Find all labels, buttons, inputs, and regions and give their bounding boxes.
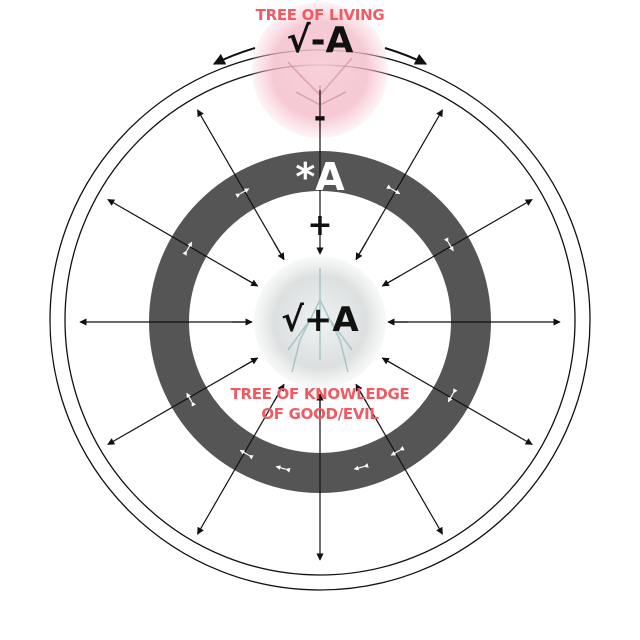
ring-label: *A bbox=[295, 155, 345, 199]
double-arrow-icon bbox=[186, 392, 196, 407]
spoke-inward-arrow bbox=[355, 383, 367, 402]
minus-sign: - bbox=[313, 100, 327, 135]
spoke-inward-arrow bbox=[240, 275, 259, 287]
spoke-inward-arrow bbox=[240, 357, 259, 369]
spoke-outward-arrow bbox=[107, 357, 258, 446]
spoke-inward-arrow bbox=[273, 242, 285, 261]
double-arrow-icon bbox=[182, 241, 193, 256]
double-arrow-icon bbox=[390, 446, 405, 456]
spoke-inward-arrow bbox=[381, 275, 400, 287]
tree-of-living-title: TREE OF LIVING bbox=[255, 6, 385, 24]
tree-of-knowledge-title-line1: TREE OF KNOWLEDGE bbox=[230, 385, 410, 403]
ring-markers bbox=[182, 184, 458, 473]
double-arrow-icon bbox=[275, 465, 291, 473]
double-arrow-icon bbox=[386, 184, 401, 195]
spoke-inward-arrow bbox=[381, 357, 400, 369]
spoke-inward-arrow bbox=[355, 242, 367, 261]
double-arrow-icon bbox=[444, 237, 454, 252]
spoke-inward-arrow bbox=[273, 383, 285, 402]
double-arrow-icon bbox=[353, 463, 369, 471]
plus-sign: + bbox=[307, 208, 333, 243]
spoke-outward-arrow bbox=[196, 109, 285, 260]
tree-roots-icon bbox=[254, 256, 386, 388]
spoke-outward-arrow bbox=[382, 198, 533, 287]
double-arrow-icon bbox=[239, 449, 254, 460]
top-arc-arrow-right bbox=[384, 47, 428, 65]
top-formula: √-A bbox=[286, 20, 354, 61]
spoke-outward-arrow bbox=[355, 384, 444, 535]
top-arc-arrow-left bbox=[212, 47, 256, 65]
double-arrow-icon bbox=[235, 188, 250, 198]
center-formula: √+A bbox=[281, 300, 359, 340]
tree-of-knowledge-title-line2: OF GOOD/EVIL bbox=[261, 405, 379, 423]
double-arrow-icon bbox=[447, 388, 458, 403]
